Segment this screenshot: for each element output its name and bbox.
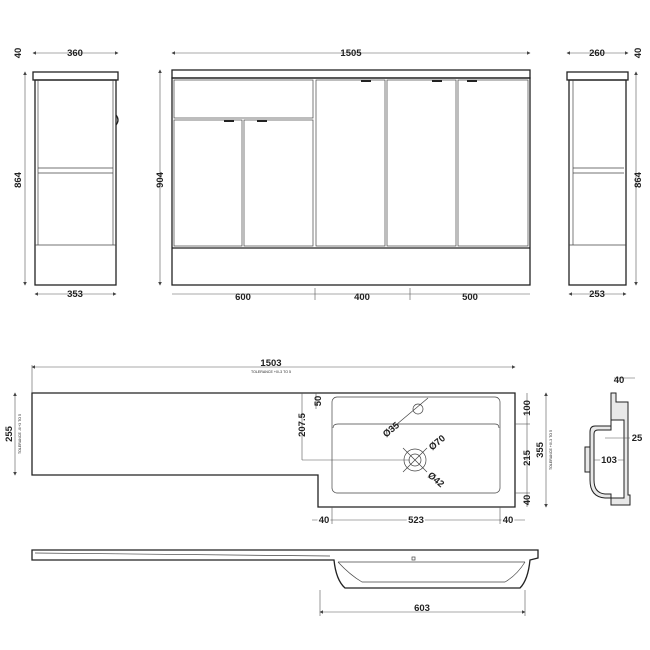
front-height: 904 xyxy=(155,171,166,188)
section-view: 40 25 103 xyxy=(584,375,643,506)
plan-left-depth: 255 xyxy=(4,425,15,442)
left-height: 864 xyxy=(13,171,24,188)
tap-offset: 50 xyxy=(313,396,324,407)
left-side-view: 360 864 40 353 xyxy=(13,48,119,300)
section-depth: 103 xyxy=(601,455,617,466)
section-lip: 25 xyxy=(632,433,643,444)
right-height: 864 xyxy=(633,171,644,188)
right-width-bottom: 253 xyxy=(589,289,605,300)
front-width: 1505 xyxy=(340,48,362,59)
right-side-view: 260 40 864 253 xyxy=(566,48,644,300)
bottom-dim-1: 40 xyxy=(319,515,330,526)
section-top: 40 xyxy=(614,375,625,386)
left-width-bottom: 353 xyxy=(67,289,83,300)
right-dim-2: 215 xyxy=(522,449,533,466)
waste-offset: 207.5 xyxy=(297,412,308,436)
front-segment-3: 500 xyxy=(462,292,478,303)
waste-inner-dia: Ø42 xyxy=(425,470,446,490)
right-width-top: 260 xyxy=(589,48,605,59)
left-width-top: 360 xyxy=(67,48,83,59)
plan-total-depth-tolerance: TOLERANCE +0/-3 TO 5 xyxy=(549,430,553,470)
front-view: 1505 904 600 400 500 xyxy=(155,48,531,303)
front-segment-2: 400 xyxy=(354,292,370,303)
bottom-dim-3: 40 xyxy=(503,515,514,526)
plan-total-depth: 355 xyxy=(535,441,546,458)
plan-width-tolerance: TOLERANCE +0/-3 TO 5 xyxy=(251,370,291,374)
right-dim-1: 100 xyxy=(522,400,533,416)
right-top-thickness: 40 xyxy=(633,48,644,59)
elevation-view: 603 xyxy=(31,549,539,616)
plan-overall-width: 1503 xyxy=(260,358,281,369)
waste-outer-dia: Ø70 xyxy=(427,433,448,453)
left-top-thickness: 40 xyxy=(13,48,24,59)
basin-width: 603 xyxy=(414,603,430,614)
bottom-dim-2: 523 xyxy=(408,515,424,526)
plan-view: 1503 TOLERANCE +0/-3 TO 5 255 TOLERANCE … xyxy=(4,358,553,528)
front-segment-1: 600 xyxy=(235,292,251,303)
right-dim-3: 40 xyxy=(522,495,533,506)
plan-left-depth-tolerance: TOLERANCE -0/+3 TO 5 xyxy=(18,414,22,454)
